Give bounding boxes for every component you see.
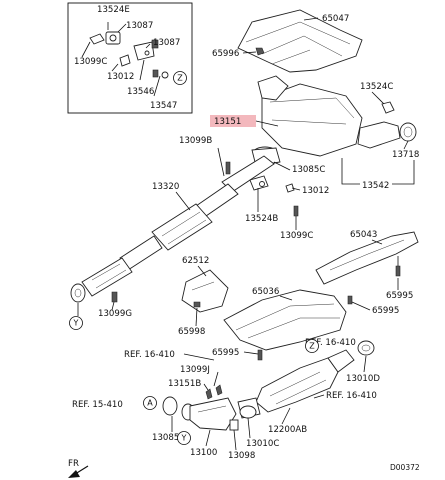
bolt-65995-a bbox=[395, 265, 401, 277]
label-13100: 13100 bbox=[190, 448, 217, 458]
label-13085C: 13085C bbox=[292, 165, 325, 175]
inset-detail-box bbox=[67, 2, 193, 114]
label-13151B: 13151B bbox=[168, 379, 201, 389]
label-13087-a: 13087 bbox=[126, 21, 153, 31]
label-13099C-a: 13099C bbox=[74, 57, 107, 67]
label-65995-c: 65995 bbox=[212, 348, 239, 358]
label-fr: FR bbox=[68, 459, 79, 469]
label-13012-a: 13012 bbox=[107, 72, 134, 82]
bolt-13099C-b bbox=[293, 205, 299, 217]
bolt-65995-b bbox=[347, 295, 353, 305]
callout-y-bottom-text: Y bbox=[181, 434, 187, 443]
label-65996: 65996 bbox=[212, 49, 239, 59]
callout-z-inset-text: Z bbox=[177, 74, 183, 83]
heat-shield-65047 bbox=[237, 9, 363, 73]
front-direction-arrow-icon bbox=[68, 465, 89, 478]
inset-hanger-parts bbox=[81, 22, 169, 97]
heat-shield-65036 bbox=[223, 289, 347, 351]
label-65995-b: 65995 bbox=[372, 306, 399, 316]
bolt-13099B bbox=[225, 161, 231, 175]
label-13151: 13151 bbox=[214, 117, 241, 127]
callout-y-left bbox=[69, 316, 83, 330]
label-13524C: 13524C bbox=[360, 82, 393, 92]
label-12200AB: 12200AB bbox=[268, 425, 307, 435]
label-13718: 13718 bbox=[392, 150, 419, 160]
label-13099B: 13099B bbox=[179, 136, 212, 146]
bolt-13099G bbox=[111, 291, 118, 303]
front-catalyst-12200AB bbox=[237, 340, 375, 419]
callout-y-left-text: Y bbox=[73, 319, 79, 328]
label-13099J: 13099J bbox=[180, 365, 210, 375]
label-13010D: 13010D bbox=[346, 374, 380, 384]
label-65047: 65047 bbox=[322, 14, 349, 24]
label-13099G: 13099G bbox=[98, 309, 132, 319]
hanger-13524B-hole bbox=[259, 181, 265, 187]
label-ref-16-410-b: REF. 16-410 bbox=[326, 391, 377, 401]
label-13542: 13542 bbox=[362, 181, 389, 191]
label-13087-b: 13087 bbox=[153, 38, 180, 48]
label-ref-16-410-a: REF. 16-410 bbox=[305, 338, 356, 348]
front-pipe-13100 bbox=[162, 384, 239, 431]
callout-z bbox=[305, 339, 319, 353]
heat-shield-65043 bbox=[315, 231, 419, 285]
bolt-65998 bbox=[193, 301, 201, 308]
callout-a-text: A bbox=[147, 399, 153, 408]
label-13547: 13547 bbox=[150, 101, 177, 111]
label-13524E: 13524E bbox=[97, 5, 130, 15]
heat-shield-62512 bbox=[181, 269, 229, 313]
center-pipe-13320 bbox=[70, 155, 275, 303]
diagram-id: D00372 bbox=[390, 463, 420, 472]
label-65998: 65998 bbox=[178, 327, 205, 337]
label-13099C-b: 13099C bbox=[280, 231, 313, 241]
label-65036: 65036 bbox=[252, 287, 279, 297]
label-13320: 13320 bbox=[152, 182, 179, 192]
label-13085E: 13085E bbox=[152, 433, 185, 443]
bolt-65996 bbox=[255, 47, 265, 56]
bolt-65995-c bbox=[257, 349, 263, 361]
main-muffler-13542 bbox=[257, 75, 417, 157]
label-13098: 13098 bbox=[228, 451, 255, 461]
label-65043: 65043 bbox=[350, 230, 377, 240]
highlight-13151 bbox=[210, 115, 256, 127]
label-13010C: 13010C bbox=[246, 439, 279, 449]
callout-y-bottom bbox=[177, 431, 191, 445]
label-65995-a: 65995 bbox=[386, 291, 413, 301]
label-ref-15-410: REF. 15-410 bbox=[72, 400, 123, 410]
callout-z-text: Z bbox=[309, 342, 315, 351]
label-13546: 13546 bbox=[127, 87, 154, 97]
label-13524B: 13524B bbox=[245, 214, 278, 224]
bolt-13012-b bbox=[285, 183, 295, 193]
callout-a bbox=[143, 396, 157, 410]
callout-z-inset bbox=[173, 71, 187, 85]
label-13012-b: 13012 bbox=[302, 186, 329, 196]
label-ref-16-410-top: REF. 16-410 bbox=[124, 350, 175, 360]
label-62512: 62512 bbox=[182, 256, 209, 266]
